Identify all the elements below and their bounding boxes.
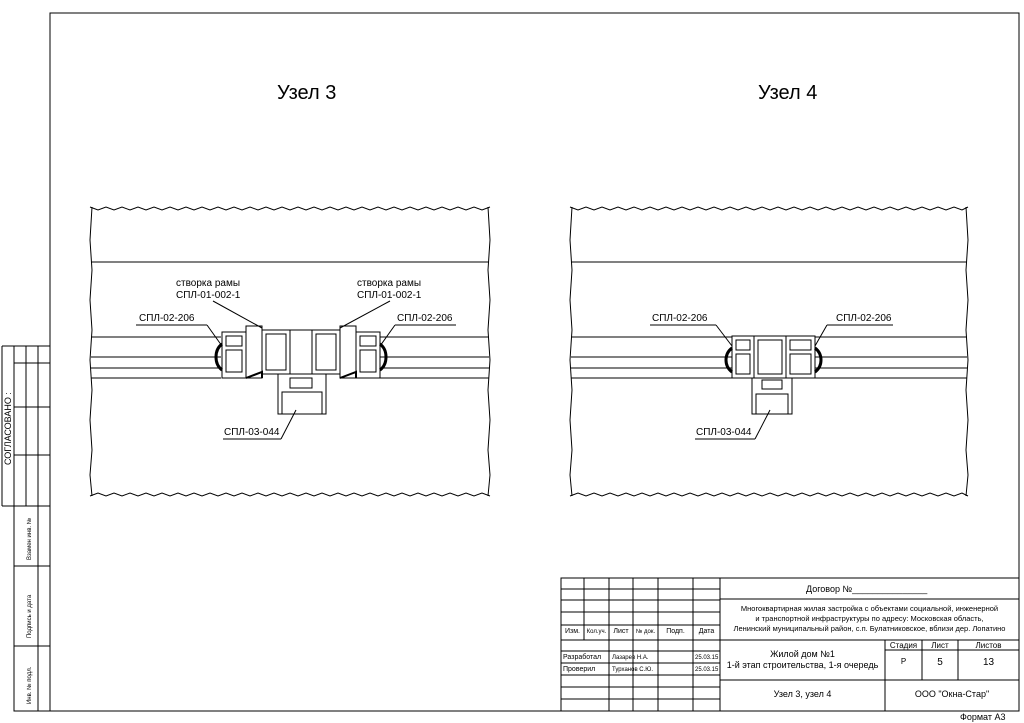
tb-dev-name: Лазарев Н.А.: [612, 655, 649, 661]
node4-profile-left-label: СПЛ-02-206: [652, 313, 708, 324]
tb-sheet-title: Узел 3, узел 4: [773, 689, 832, 699]
tb-project-line1: Многоквартирная жилая застройка с объект…: [740, 604, 999, 613]
node3-title: Узел 3: [277, 82, 337, 104]
node3-leaf-left-label-2: СПЛ-01-002-1: [176, 290, 241, 301]
node4-title: Узел 4: [758, 82, 818, 104]
tb-col-data: Дата: [698, 628, 715, 635]
format-label: Формат А3: [960, 712, 1006, 722]
tb-dev-role: Разработал: [563, 654, 602, 661]
side-stamp: [1, 345, 51, 712]
tb-project-line2: и транспортной инфраструктуры по адресу:…: [755, 614, 984, 623]
tb-company: ООО "Окна-Стар": [914, 689, 990, 699]
side-sign-date: Подпись и дата: [27, 594, 33, 638]
node4-bottom-profile-label: СПЛ-03-044: [696, 427, 752, 438]
tb-col-podp: Подп.: [666, 628, 685, 635]
side-replace-inv: Взамен инв. №: [27, 517, 33, 560]
tb-object-line1: Жилой дом №1: [770, 649, 835, 659]
side-inv-orig: Инв. № подл.: [27, 666, 33, 704]
tb-stage-label: Стадия: [889, 641, 918, 650]
tb-chk-date: 25.03.15: [695, 667, 719, 673]
node3-drawing: [89, 206, 491, 497]
node3-profile-left-label: СПЛ-02-206: [139, 313, 195, 324]
side-agreed: СОГЛАСОВАНО :: [3, 392, 13, 465]
tb-col-list: Лист: [613, 628, 629, 635]
node3-leaf-left-label-1: створка рамы: [176, 278, 241, 289]
tb-col-ndoc: № док.: [635, 629, 656, 635]
tb-project-line3: Ленинский муниципальный район, с.п. Була…: [733, 624, 1006, 633]
tb-sheet-label: Лист: [931, 641, 949, 650]
tb-col-izm: Изм.: [565, 628, 580, 635]
tb-chk-name: Турханов С.Ю.: [612, 667, 654, 673]
tb-dev-date: 25.03.15: [695, 655, 719, 661]
sheet-frame: [49, 12, 1020, 712]
tb-chk-role: Проверил: [563, 666, 596, 673]
tb-sheets-label: Листов: [975, 641, 1002, 650]
tb-col-kol: Кол.уч.: [586, 629, 607, 635]
node4-drawing: [569, 206, 969, 497]
tb-sheet-value: 5: [937, 657, 943, 668]
node3-leaf-right-label-1: створка рамы: [357, 278, 422, 289]
title-block-grid: [560, 577, 1020, 712]
tb-contract: Договор №_______________: [806, 584, 928, 594]
node3-leaf-right-label-2: СПЛ-01-002-1: [357, 290, 422, 301]
node3-profile-right-label: СПЛ-02-206: [397, 313, 453, 324]
node3-bottom-profile-label: СПЛ-03-044: [224, 427, 280, 438]
node4-profile-right-label: СПЛ-02-206: [836, 313, 892, 324]
tb-sheets-value: 13: [982, 657, 995, 668]
tb-stage-value: Р: [900, 657, 907, 666]
tb-object-line2: 1-й этап строительства, 1-я очередь: [726, 660, 879, 670]
